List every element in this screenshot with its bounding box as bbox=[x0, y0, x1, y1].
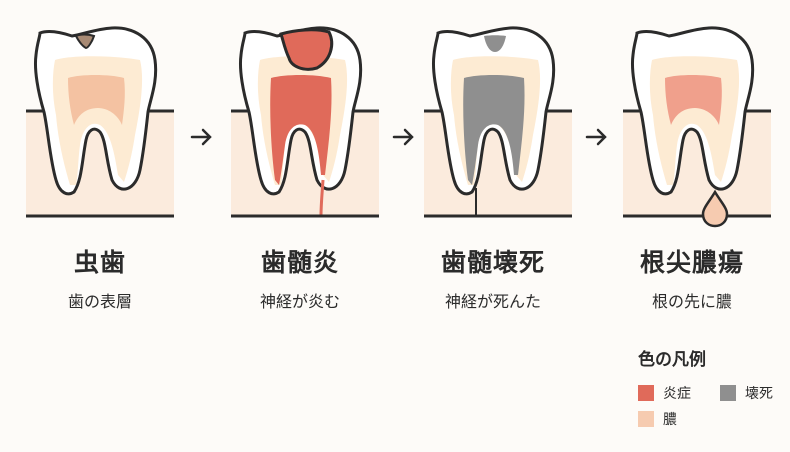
stage-title-pulpitis: 歯髄炎 bbox=[260, 248, 339, 277]
tooth-abscess-icon bbox=[623, 26, 771, 228]
legend-label: 膿 bbox=[663, 412, 677, 428]
stage-title-caries: 虫歯 bbox=[73, 248, 126, 277]
stage-pulpitis bbox=[205, 0, 395, 230]
legend-label: 壊死 bbox=[745, 386, 773, 402]
stage-necrosis bbox=[398, 0, 588, 230]
arrow-right-icon bbox=[392, 125, 416, 149]
legend-item-pus: 膿 bbox=[638, 409, 720, 429]
stage-abscess bbox=[597, 0, 787, 230]
swatch-pus bbox=[638, 411, 654, 427]
arrow-right-icon bbox=[585, 125, 609, 149]
stage-caries bbox=[0, 0, 190, 230]
stage-subtitle-caries: 歯の表層 bbox=[67, 292, 132, 311]
stage-title-necrosis: 歯髄壊死 bbox=[440, 248, 545, 277]
tooth-pulpitis-icon bbox=[231, 26, 379, 218]
swatch-inflammation bbox=[638, 385, 654, 401]
stage-title-abscess: 根尖膿瘍 bbox=[639, 248, 744, 277]
legend-item-necrosis: 壊死 bbox=[720, 383, 790, 403]
legend-title: 色の凡例 bbox=[638, 350, 706, 370]
stage-subtitle-necrosis: 神経が死んた bbox=[444, 292, 541, 311]
legend-label: 炎症 bbox=[663, 386, 691, 402]
swatch-necrosis bbox=[720, 385, 736, 401]
legend-item-inflammation: 炎症 bbox=[638, 383, 720, 403]
tooth-necrosis-icon bbox=[424, 26, 572, 218]
stage-subtitle-pulpitis: 神経が炎む bbox=[259, 292, 340, 311]
tooth-caries-icon bbox=[26, 26, 174, 218]
stage-subtitle-abscess: 根の先に膿 bbox=[651, 292, 732, 311]
arrow-right-icon bbox=[190, 125, 214, 149]
color-legend: 色の凡例 炎症 壊死 膿 bbox=[638, 345, 790, 432]
